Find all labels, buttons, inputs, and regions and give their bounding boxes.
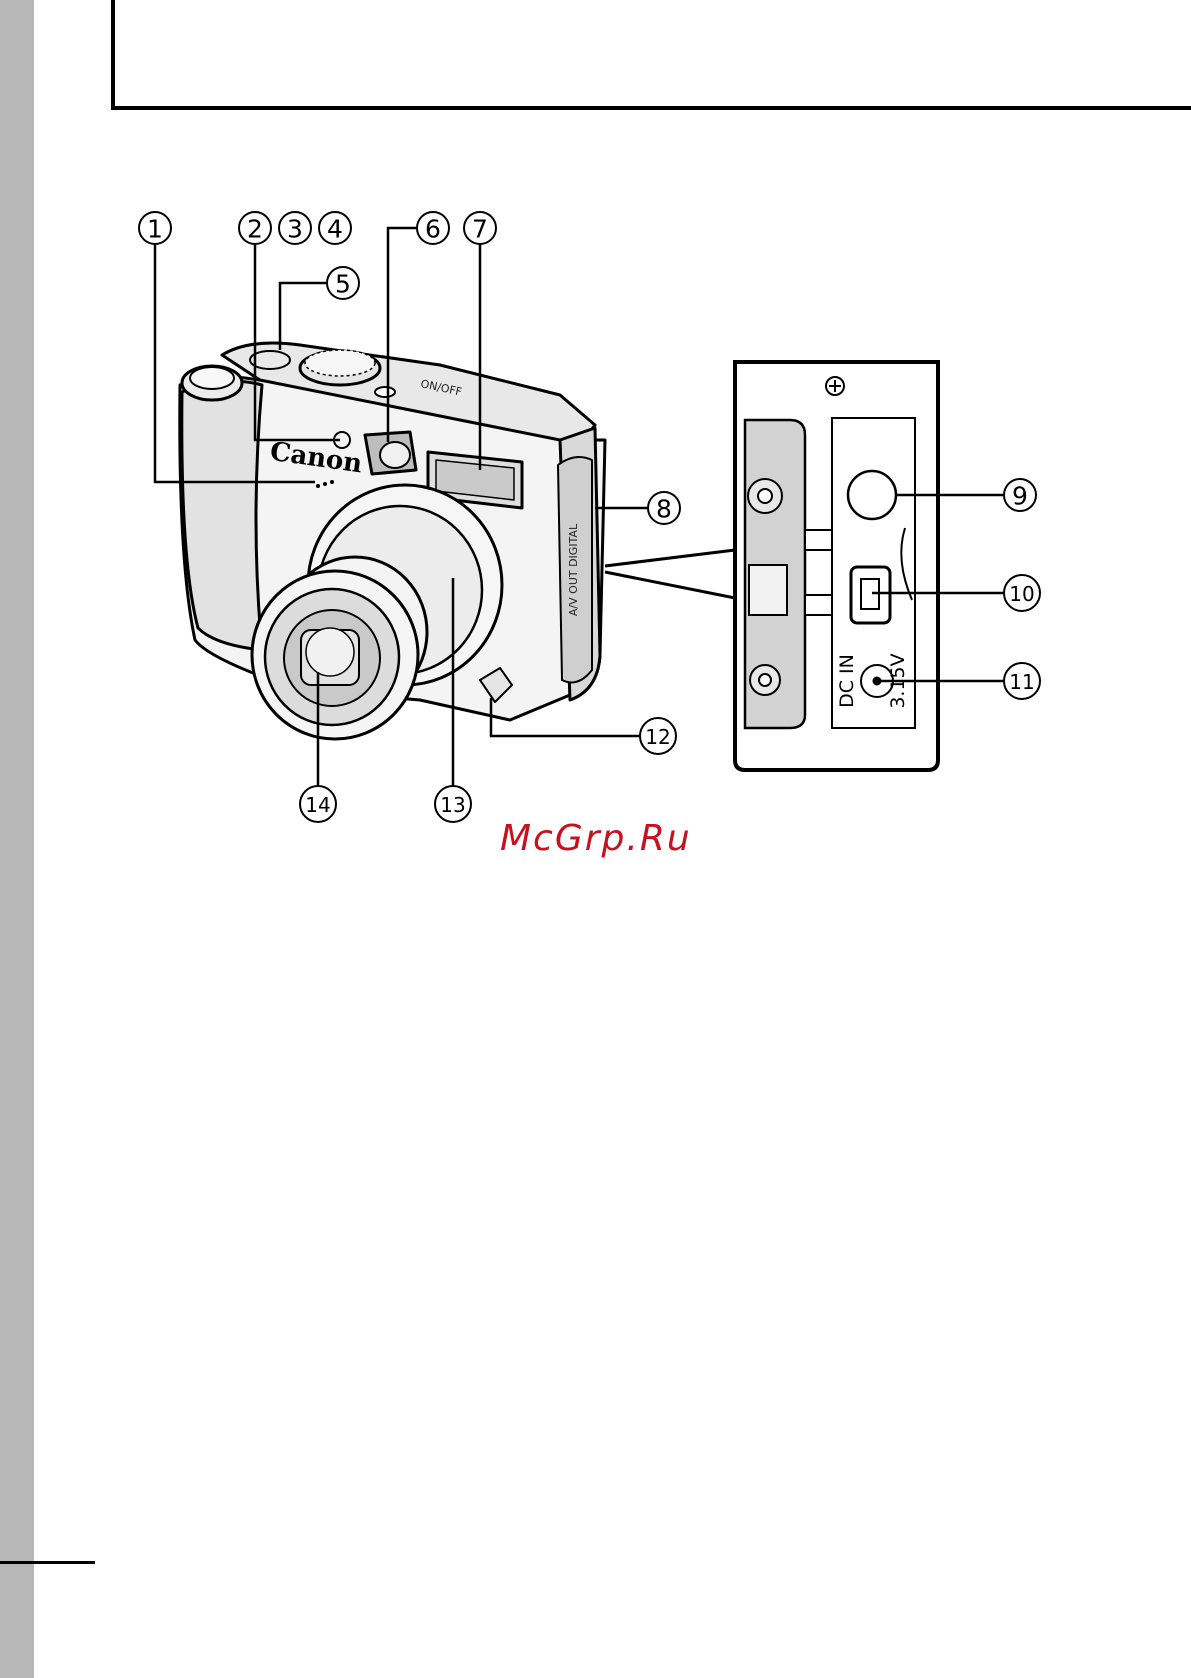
callout-9: 9 (1004, 479, 1036, 511)
callout-3: 3 (279, 212, 311, 244)
callout-2: 2 (239, 212, 271, 244)
callout-11: 11 (1004, 663, 1040, 699)
camera-illustration: A/V OUT DIGITAL ON/OFF Canon (180, 343, 605, 739)
callout-label: 3 (287, 215, 303, 244)
callout-10: 10 (1004, 575, 1040, 611)
callout-label: 5 (335, 270, 351, 299)
callout-label: 2 (247, 215, 263, 244)
callout-5: 5 (327, 267, 359, 299)
callout-label: 12 (645, 725, 670, 749)
callout-7: 7 (464, 212, 496, 244)
callout-label: 14 (305, 793, 330, 817)
watermark-text: McGrp.Ru (500, 818, 692, 859)
callout-6: 6 (417, 212, 449, 244)
dc-in-label: DC IN (836, 654, 858, 708)
callout-label: 10 (1009, 582, 1034, 606)
inset-connector-lines (605, 550, 735, 598)
callout-label: 8 (656, 495, 672, 524)
callout-label: 4 (327, 215, 343, 244)
callout-4: 4 (319, 212, 351, 244)
callout-label: 11 (1009, 670, 1034, 694)
callout-label: 9 (1012, 482, 1028, 511)
callout-label: 6 (425, 215, 441, 244)
callout-13: 13 (435, 786, 471, 822)
connector-panel-inset: DC IN 3.15V (735, 362, 938, 770)
callout-14: 14 (300, 786, 336, 822)
callout-label: 1 (147, 215, 163, 244)
side-panel-text: A/V OUT DIGITAL (567, 523, 580, 616)
callout-12: 12 (640, 718, 676, 754)
callout-label: 13 (440, 793, 465, 817)
callout-label: 7 (472, 215, 488, 244)
callout-8: 8 (648, 492, 680, 524)
callout-1: 1 (139, 212, 171, 244)
